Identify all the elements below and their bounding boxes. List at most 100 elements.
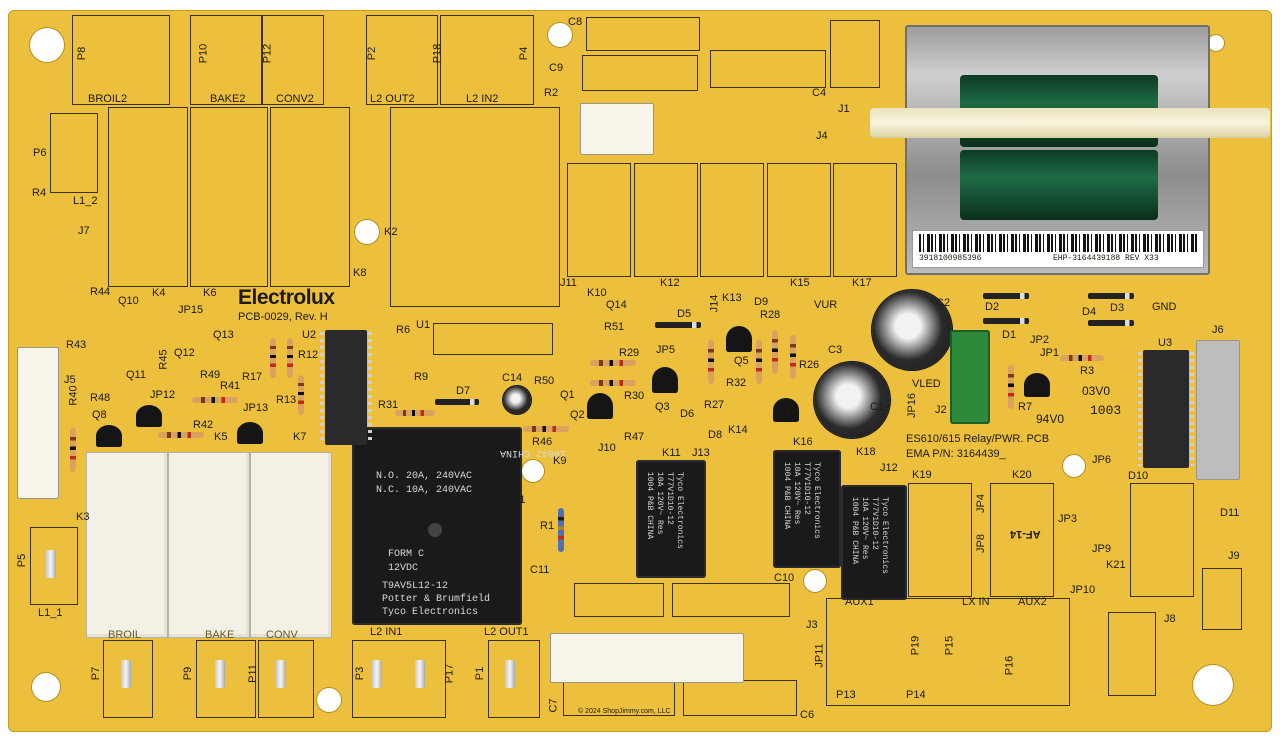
connector-outline-c4 bbox=[710, 50, 826, 88]
label-broil2: BROIL2 bbox=[88, 93, 128, 105]
label-r43: R43 bbox=[66, 339, 87, 351]
label-r48: R48 bbox=[90, 392, 111, 404]
label-p4: P4 bbox=[518, 46, 531, 61]
label-l1-2: L1_2 bbox=[73, 195, 98, 207]
label-r41: R41 bbox=[220, 380, 241, 392]
label-jp10: JP10 bbox=[1070, 584, 1096, 596]
brand-logo: Electrolux bbox=[238, 286, 335, 309]
label-q4: Q4 bbox=[776, 406, 791, 418]
relay-outline-k20 bbox=[990, 483, 1054, 597]
label-j7: J7 bbox=[78, 225, 90, 237]
label-l2-out1: L2 OUT1 bbox=[484, 626, 529, 638]
label-r50: R50 bbox=[534, 375, 555, 387]
label-j9: J9 bbox=[1228, 550, 1240, 562]
resistor-r1 bbox=[558, 508, 564, 552]
label-k16: K16 bbox=[793, 436, 813, 448]
label-c6: C6 bbox=[800, 709, 815, 721]
connector-outline-j1 bbox=[830, 20, 880, 88]
terminal-outline-p6 bbox=[50, 113, 98, 193]
diode-d2 bbox=[983, 293, 1029, 299]
label-jp11: JP11 bbox=[813, 643, 826, 668]
relay-outline-k15 bbox=[767, 163, 831, 277]
label-p15: P15 bbox=[943, 635, 956, 656]
label-r42: R42 bbox=[193, 419, 214, 431]
label-c14: C14 bbox=[502, 372, 523, 384]
label-q2: Q2 bbox=[570, 409, 585, 421]
terminal-outline-p7 bbox=[103, 640, 153, 718]
diode-d4 bbox=[1088, 320, 1134, 326]
relay-k5 bbox=[168, 452, 250, 638]
label-q3: Q3 bbox=[655, 401, 670, 413]
label-c11: C11 bbox=[530, 564, 550, 576]
label-c2: C2 bbox=[936, 297, 951, 309]
label-jp2: JP2 bbox=[1030, 334, 1049, 346]
label-r28: R28 bbox=[760, 309, 781, 321]
label-q8: Q8 bbox=[92, 409, 107, 421]
label-d10: D10 bbox=[1128, 470, 1149, 482]
label-aux2: AUX2 bbox=[1018, 596, 1047, 608]
label-jp13: JP13 bbox=[243, 402, 269, 414]
relay-k16: Tyco Electronics T77V1D10-12 10A 120V~ R… bbox=[773, 450, 841, 568]
spade-terminal-p17 bbox=[415, 660, 425, 688]
pcb-revision: PCB-0029, Rev. H bbox=[238, 311, 328, 323]
terminal-outline-p18 bbox=[440, 15, 534, 105]
label-q10: Q10 bbox=[118, 295, 139, 307]
label-p2: P2 bbox=[366, 46, 379, 61]
resistor-r31 bbox=[395, 410, 435, 416]
mounting-hole-k2 bbox=[355, 220, 379, 244]
label-j6: J6 bbox=[1212, 324, 1224, 336]
connector-j2 bbox=[950, 330, 990, 424]
capacitor-c2 bbox=[872, 290, 952, 370]
label-p7: P7 bbox=[90, 666, 103, 681]
label-r1: R1 bbox=[540, 520, 555, 532]
label-r9: R9 bbox=[414, 371, 429, 383]
resistor-r42 bbox=[158, 432, 204, 438]
label-u3: U3 bbox=[1158, 337, 1173, 349]
label-r47: R47 bbox=[624, 431, 645, 443]
terminal-outline-p5 bbox=[30, 527, 78, 605]
label-d8: D8 bbox=[708, 429, 723, 441]
label-k2: K2 bbox=[384, 226, 398, 238]
label-p14: P14 bbox=[906, 689, 926, 701]
barcode-right-text: EHP-3164439188 REV X33 bbox=[1053, 254, 1159, 263]
mounting-hole-k9 bbox=[522, 460, 544, 482]
label-p19: P19 bbox=[909, 635, 922, 656]
capacitor-c14 bbox=[503, 386, 531, 414]
relay-k11-code: 1004 P&B CHINA bbox=[645, 472, 654, 540]
stamp-af14: AF-14 bbox=[1010, 528, 1041, 540]
label-l2-in2: L2 IN2 bbox=[466, 93, 499, 105]
main-relay-dot bbox=[428, 523, 442, 537]
transistor-k5-driver bbox=[237, 422, 263, 444]
label-r44: R44 bbox=[90, 286, 111, 298]
label-c3: C3 bbox=[828, 344, 843, 356]
connector-outline-c6 bbox=[683, 680, 797, 716]
resistor-r13 bbox=[298, 375, 304, 415]
label-vled: VLED bbox=[912, 378, 941, 390]
label-j2: J2 bbox=[935, 404, 947, 416]
label-p3: P3 bbox=[354, 666, 367, 681]
transistor-q2 bbox=[587, 393, 613, 419]
label-c4: C4 bbox=[812, 87, 827, 99]
terminal-outline-p11 bbox=[258, 640, 314, 718]
label-p5: P5 bbox=[16, 553, 29, 568]
label-k8: K8 bbox=[353, 267, 367, 279]
label-d9: D9 bbox=[754, 296, 769, 308]
label-k17: K17 bbox=[852, 277, 872, 289]
label-d3: D3 bbox=[1110, 302, 1125, 314]
connector-j5 bbox=[17, 347, 59, 499]
label-vur: VUR bbox=[814, 299, 838, 311]
relay-outline-k12 bbox=[634, 163, 698, 277]
label-k21: K21 bbox=[1106, 559, 1126, 571]
label-k4: K4 bbox=[152, 287, 166, 299]
mounting-hole-top-left bbox=[30, 28, 64, 62]
spade-terminal-p3 bbox=[372, 660, 382, 688]
label-r45: R45 bbox=[157, 349, 170, 370]
label-j8: J8 bbox=[1164, 613, 1176, 625]
label-k15: K15 bbox=[790, 277, 810, 289]
resistor-r7 bbox=[1008, 365, 1014, 409]
terminal-outline-p9 bbox=[196, 640, 256, 718]
relay-k11-rating: 10A 120V~ Res bbox=[655, 472, 664, 535]
relay-k18-brand: Tyco Electronics bbox=[880, 497, 889, 574]
label-jp6: JP6 bbox=[1092, 454, 1111, 466]
board-model-line: ES610/615 Relay/PWR. PCB bbox=[906, 433, 1050, 445]
